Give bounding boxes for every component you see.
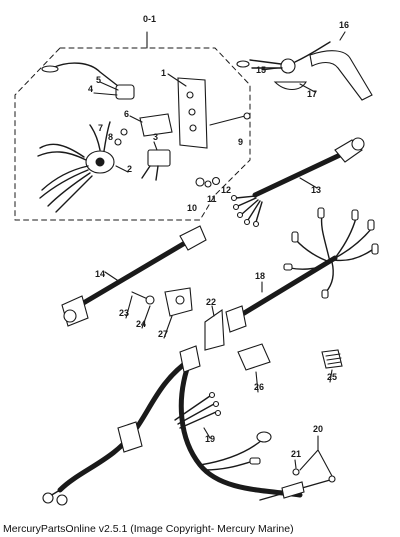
fastener-set-part[interactable] — [131, 287, 193, 317]
callout-13: 13 — [311, 185, 321, 195]
harness-14-part[interactable] — [61, 225, 207, 327]
callout-14: 14 — [95, 269, 105, 279]
callout-2: 2 — [127, 164, 132, 174]
callout-0-1: 0-1 — [143, 14, 156, 24]
callout-24: 24 — [136, 319, 146, 329]
leader-lines — [104, 31, 346, 477]
lower-harness-19-part[interactable] — [42, 345, 303, 506]
callout-23: 23 — [119, 308, 129, 318]
callout-4: 4 — [88, 84, 93, 94]
callout-25: 25 — [327, 372, 337, 382]
mounting-bracket-part[interactable] — [167, 73, 208, 149]
small-switch-part[interactable] — [41, 62, 135, 100]
relay-part[interactable] — [141, 141, 171, 181]
boot-26-part[interactable] — [237, 343, 271, 371]
callout-7: 7 — [98, 123, 103, 133]
relay-bracket-part[interactable] — [129, 113, 173, 137]
callout-17: 17 — [307, 89, 317, 99]
bracket-22-part[interactable] — [204, 308, 225, 351]
sleeve-25-part[interactable] — [321, 349, 343, 369]
callout-3: 3 — [153, 132, 158, 142]
callout-15: 15 — [256, 65, 266, 75]
main-harness-18-part[interactable] — [225, 207, 379, 333]
callout-16: 16 — [339, 20, 349, 30]
screw-part[interactable] — [209, 112, 251, 126]
callout-9: 9 — [238, 137, 243, 147]
callout-10: 10 — [187, 203, 197, 213]
callout-27: 27 — [158, 329, 168, 339]
callout-21: 21 — [291, 449, 301, 459]
callout-26: 26 — [254, 382, 264, 392]
remote-control-assembly-group — [14, 31, 251, 221]
image-caption: MercuryPartsOnline v2.5.1 (Image Copyrig… — [3, 523, 294, 535]
callout-12: 12 — [221, 185, 231, 195]
ignition-switch-part[interactable] — [37, 121, 129, 213]
callout-22: 22 — [206, 297, 216, 307]
callout-19: 19 — [205, 434, 215, 444]
callout-labels: 0-1 1 2 3 4 5 6 7 8 9 10 11 12 13 14 15 … — [88, 14, 349, 459]
terminal-screws-part[interactable] — [114, 128, 128, 146]
callout-18: 18 — [255, 271, 265, 281]
callout-1: 1 — [161, 68, 166, 78]
callout-11: 11 — [207, 194, 217, 204]
callout-5: 5 — [96, 75, 101, 85]
nuts-washers-part[interactable] — [195, 176, 221, 188]
callout-20: 20 — [313, 424, 323, 434]
harness-13-part[interactable] — [230, 137, 365, 228]
callout-6: 6 — [124, 109, 129, 119]
lead-wire-20-part[interactable] — [259, 468, 336, 501]
callout-8: 8 — [108, 132, 113, 142]
